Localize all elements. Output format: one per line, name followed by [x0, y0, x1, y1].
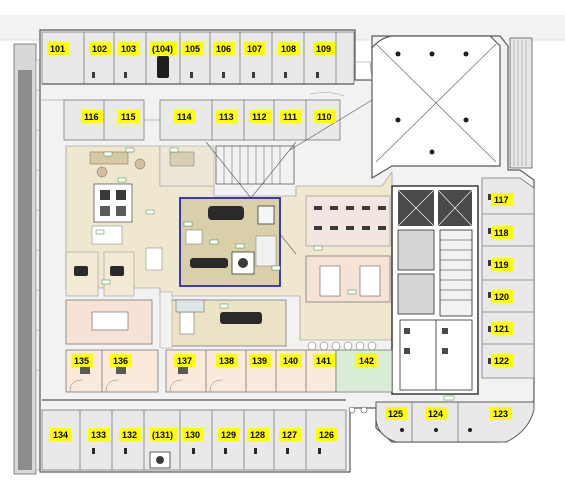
- svg-text:137: 137: [177, 356, 192, 366]
- svg-text:132: 132: [122, 430, 137, 440]
- svg-text:116: 116: [84, 112, 99, 122]
- room-label-139[interactable]: 139: [249, 354, 271, 367]
- room-label-126[interactable]: 126: [316, 428, 338, 441]
- svg-text:127: 127: [282, 430, 297, 440]
- svg-text:139: 139: [252, 356, 267, 366]
- room-label-110[interactable]: 110: [314, 110, 336, 123]
- svg-text:114: 114: [177, 112, 192, 122]
- room-label-104[interactable]: (104): [150, 42, 178, 55]
- room-label-125[interactable]: 125: [385, 407, 407, 420]
- svg-text:115: 115: [121, 112, 136, 122]
- svg-text:111: 111: [283, 112, 297, 122]
- svg-text:120: 120: [494, 292, 509, 302]
- open-atrium-pavilion: [354, 35, 533, 180]
- room-label-140[interactable]: 140: [280, 354, 302, 367]
- room-label-117[interactable]: 117: [491, 193, 513, 206]
- room-label-103[interactable]: 103: [118, 42, 140, 55]
- room-label-124[interactable]: 124: [425, 407, 447, 420]
- svg-text:128: 128: [250, 430, 265, 440]
- svg-text:101: 101: [50, 44, 65, 54]
- top-office-row: [41, 31, 355, 85]
- svg-text:122: 122: [494, 356, 509, 366]
- room-label-121[interactable]: 121: [491, 322, 513, 335]
- room-label-138[interactable]: 138: [216, 354, 238, 367]
- room-label-130[interactable]: 130: [182, 428, 204, 441]
- svg-text:113: 113: [219, 112, 234, 122]
- room-label-118[interactable]: 118: [491, 226, 513, 239]
- room-label-132[interactable]: 132: [119, 428, 141, 441]
- svg-text:142: 142: [359, 356, 374, 366]
- room-label-111[interactable]: 111: [280, 110, 302, 123]
- room-label-120[interactable]: 120: [491, 290, 513, 303]
- svg-text:123: 123: [493, 409, 508, 419]
- svg-text:(104): (104): [152, 44, 173, 54]
- room-label-108[interactable]: 108: [278, 42, 300, 55]
- svg-text:106: 106: [216, 44, 231, 54]
- svg-text:109: 109: [316, 44, 331, 54]
- room-label-106[interactable]: 106: [213, 42, 235, 55]
- svg-text:121: 121: [494, 324, 509, 334]
- svg-text:130: 130: [185, 430, 200, 440]
- room-label-134[interactable]: 134: [50, 428, 72, 441]
- room-label-142[interactable]: 142: [356, 354, 378, 367]
- room-label-129[interactable]: 129: [218, 428, 240, 441]
- asset-tags: [95, 147, 357, 309]
- room-label-123[interactable]: 123: [490, 407, 512, 420]
- room-label-137[interactable]: 137: [174, 354, 196, 367]
- svg-text:108: 108: [281, 44, 296, 54]
- svg-text:118: 118: [494, 228, 509, 238]
- room-label-109[interactable]: 109: [313, 42, 335, 55]
- room-label-136[interactable]: 136: [110, 354, 132, 367]
- svg-text:141: 141: [316, 356, 331, 366]
- svg-text:105: 105: [185, 44, 200, 54]
- room-label-112[interactable]: 112: [249, 110, 271, 123]
- svg-text:117: 117: [494, 195, 509, 205]
- svg-text:135: 135: [74, 356, 89, 366]
- svg-text:134: 134: [53, 430, 68, 440]
- svg-text:133: 133: [91, 430, 106, 440]
- room-label-107[interactable]: 107: [244, 42, 266, 55]
- svg-text:125: 125: [388, 409, 403, 419]
- svg-text:140: 140: [283, 356, 298, 366]
- room-label-131[interactable]: (131): [150, 428, 178, 441]
- svg-text:136: 136: [113, 356, 128, 366]
- svg-text:124: 124: [428, 409, 443, 419]
- room-label-133[interactable]: 133: [88, 428, 110, 441]
- room-label-101[interactable]: 101: [47, 42, 69, 55]
- svg-text:138: 138: [219, 356, 234, 366]
- room-label-127[interactable]: 127: [279, 428, 301, 441]
- svg-text:119: 119: [494, 260, 509, 270]
- room-label-102[interactable]: 102: [89, 42, 111, 55]
- svg-text:110: 110: [317, 112, 332, 122]
- room-label-122[interactable]: 122: [491, 354, 513, 367]
- room-label-119[interactable]: 119: [491, 258, 513, 271]
- svg-text:102: 102: [92, 44, 107, 54]
- room-label-113[interactable]: 113: [216, 110, 238, 123]
- room-label-114[interactable]: 114: [174, 110, 196, 123]
- svg-text:107: 107: [247, 44, 262, 54]
- room-label-135[interactable]: 135: [71, 354, 93, 367]
- room-label-141[interactable]: 141: [313, 354, 335, 367]
- svg-text:103: 103: [121, 44, 136, 54]
- building-core: [391, 185, 479, 395]
- room-label-116[interactable]: 116: [81, 110, 103, 123]
- room-label-115[interactable]: 115: [118, 110, 140, 123]
- room-label-105[interactable]: 105: [182, 42, 204, 55]
- svg-text:126: 126: [319, 430, 334, 440]
- east-office-column: [481, 177, 535, 379]
- svg-text:129: 129: [221, 430, 236, 440]
- svg-text:112: 112: [252, 112, 267, 122]
- svg-text:(131): (131): [152, 430, 173, 440]
- room-labels: 101 102 103 (104) 105 106 107 108 109 11…: [47, 42, 513, 441]
- room-label-128[interactable]: 128: [247, 428, 269, 441]
